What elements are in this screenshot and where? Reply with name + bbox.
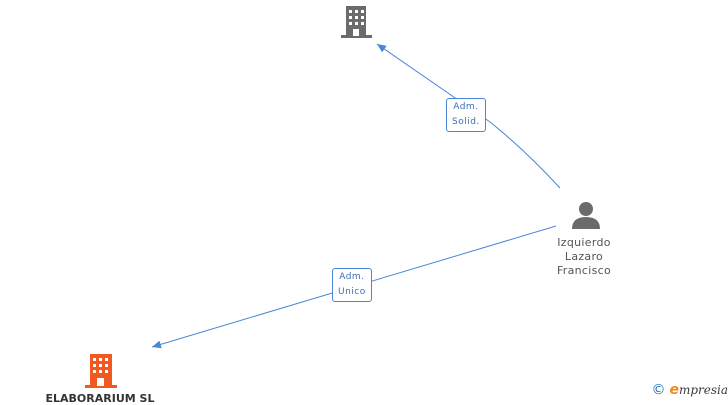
person-name-line: Francisco: [556, 264, 612, 277]
person-name-line: Lazaro: [564, 250, 604, 263]
person-name-line: Izquierdo: [557, 236, 611, 249]
edge-label-line: Solid.: [452, 117, 480, 127]
edge-label-line: Adm.: [339, 272, 365, 282]
building-icon-top[interactable]: [341, 6, 372, 38]
edge-label-adm-unico: Adm. Unico: [332, 268, 372, 302]
copyright-icon: ©: [651, 382, 666, 398]
company-name[interactable]: ELABORARIUM SL: [45, 392, 155, 405]
edge-label-adm-solid: Adm. Solid.: [446, 98, 486, 132]
person-icon[interactable]: [572, 202, 600, 229]
brand-logo: © empresia: [651, 382, 728, 398]
edge-label-line: Unico: [338, 287, 366, 297]
person-name[interactable]: Izquierdo Lazaro Francisco: [534, 236, 634, 278]
edge-label-line: Adm.: [453, 102, 479, 112]
brand-wordmark: empresia: [669, 382, 728, 398]
building-icon-company[interactable]: [85, 354, 117, 388]
edge-person-to-top-company: [376, 43, 561, 189]
